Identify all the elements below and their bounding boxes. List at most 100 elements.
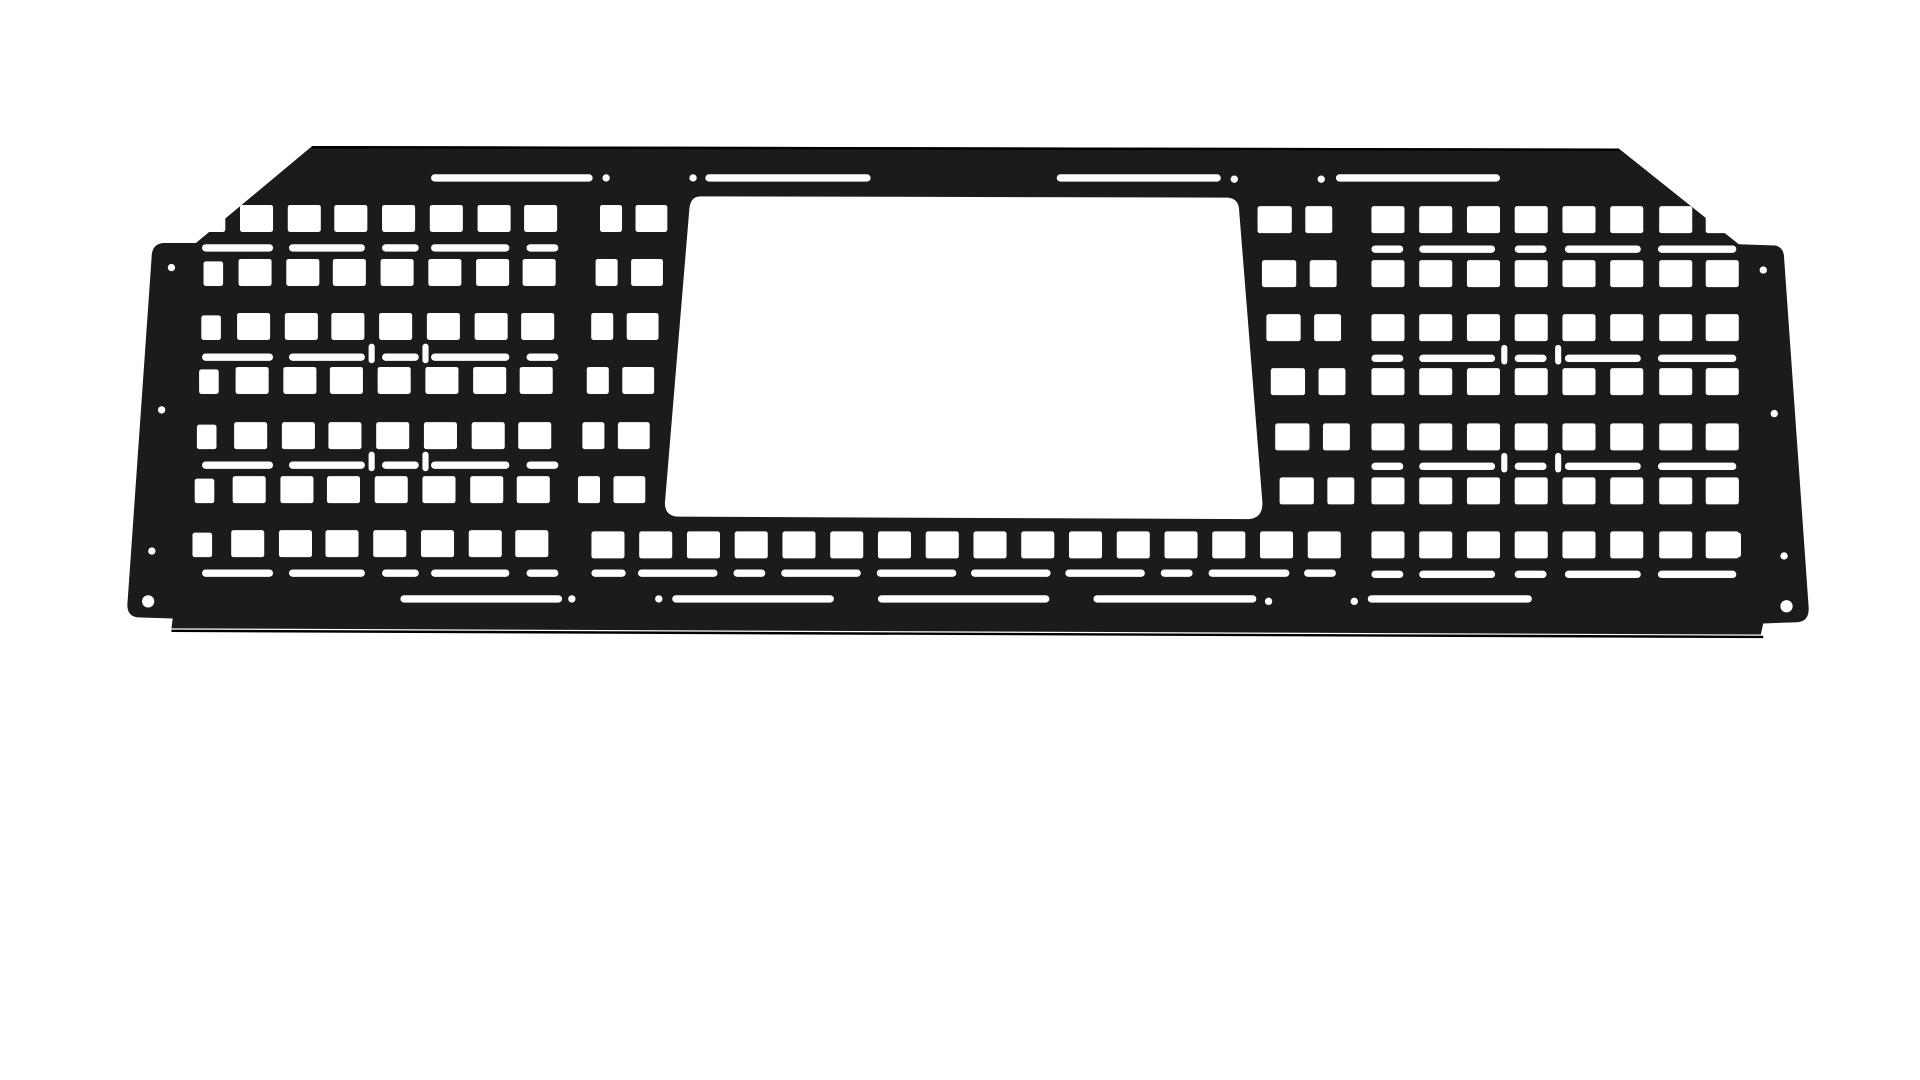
square-cutout [1327,477,1355,505]
square-cutout [1266,314,1301,342]
slot-cutout [1657,245,1737,253]
edge-cutout [199,369,219,394]
slot-cutout [526,244,559,252]
slot-cutout [1371,570,1404,579]
square-cutout [1562,314,1596,342]
square-cutout [468,530,502,558]
square-cutout [1610,531,1644,559]
square-cutout [515,530,549,558]
square-cutout [470,476,504,504]
square-cutout [329,366,363,394]
square-cutout [280,476,314,504]
slot-cutout [288,461,365,469]
square-cutout [1466,531,1500,559]
square-cutout [420,530,455,558]
vertical-slot [368,451,375,472]
square-cutout [332,258,366,286]
slot-cutout [431,244,510,252]
square-cutout [328,422,362,450]
slot-cutout [431,353,510,361]
square-cutout [1212,531,1246,559]
square-cutout [1659,423,1693,451]
square-cutout [1514,477,1548,505]
slot-cutout [382,244,419,252]
slot-cutout [733,569,766,577]
square-cutout [1610,314,1644,342]
square-cutout [518,422,552,450]
square-cutout [379,312,413,340]
square-cutout [600,204,623,232]
square-cutout [1610,206,1644,234]
square-cutout [591,531,625,559]
slot-cutout [672,595,834,603]
square-cutout [1419,314,1453,342]
slot-cutout [1514,354,1547,363]
square-cutout [283,366,317,394]
vertical-slot [1555,452,1562,473]
slot-cutout [1514,462,1547,471]
square-cutout [1371,531,1405,559]
mounting-hole [1230,175,1238,183]
square-cutout [591,312,614,340]
square-cutout [622,366,655,394]
edge-cutout [1717,369,1735,394]
slot-cutout [1208,569,1290,577]
mounting-hole [1780,600,1793,613]
square-cutout [1659,368,1693,396]
square-cutout [326,476,360,504]
square-cutout [1371,260,1405,288]
vertical-slot [422,343,429,364]
square-cutout [1466,368,1500,396]
square-cutout [1610,477,1644,505]
slot-cutout [1093,595,1257,603]
square-cutout [1318,368,1346,396]
mounting-hole [1770,409,1778,418]
square-cutout [1514,531,1548,559]
square-cutout [240,204,274,232]
square-cutout [1261,260,1297,288]
square-cutout [1260,531,1294,559]
slot-cutout [1564,245,1641,253]
mounting-hole [142,595,155,608]
edge-cutout [192,532,213,558]
square-cutout [331,312,365,340]
slot-cutout [877,595,1050,603]
square-cutout [1466,477,1500,505]
square-cutout [1275,423,1310,451]
edge-cutout [205,207,226,232]
slot-cutout [382,353,419,361]
square-cutout [334,204,368,232]
square-cutout [232,476,266,504]
square-cutout [471,422,505,450]
slot-cutout [202,244,274,252]
square-cutout [377,366,411,394]
panel-cutouts [142,174,1793,613]
slot-cutout [1657,462,1737,471]
square-cutout [237,312,271,340]
square-cutout [1322,423,1350,451]
square-cutout [382,204,416,232]
square-cutout [1562,531,1596,559]
square-cutout [830,531,864,559]
square-cutout [524,204,558,232]
square-cutout [474,312,508,340]
square-cutout [686,531,720,559]
mounting-hole [689,174,697,182]
square-cutout [522,258,556,286]
square-cutout [429,204,463,232]
slot-cutout [288,244,365,252]
slot-cutout [202,353,274,361]
slot-cutout [1065,569,1145,577]
square-cutout [1466,206,1500,234]
square-cutout [586,366,609,394]
square-cutout [631,258,663,286]
mounting-hole [148,547,156,555]
square-cutout [1514,260,1548,288]
square-cutout [234,422,268,450]
vertical-slot [1501,344,1508,365]
square-cutout [1419,423,1453,451]
square-cutout [1371,368,1405,396]
square-cutout [1562,423,1596,451]
square-cutout [635,204,668,232]
slot-cutout [591,569,626,577]
